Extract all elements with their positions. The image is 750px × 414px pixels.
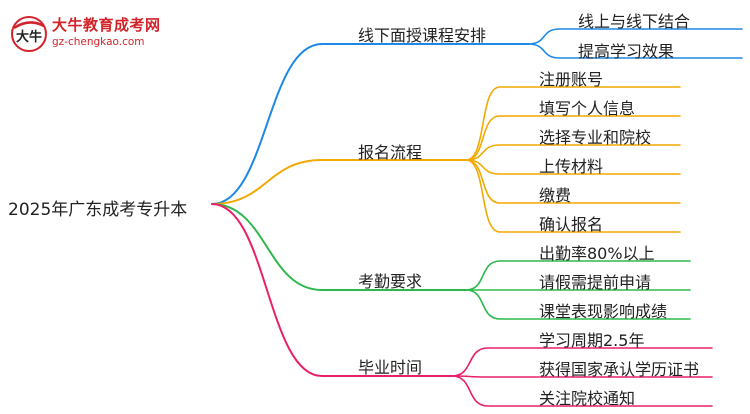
leaf-connector	[465, 144, 681, 161]
logo: 大牛 大牛教育成考网 gz-chengkao.com	[10, 12, 160, 56]
leaf-choose-major-school: 选择专业和院校	[539, 128, 652, 147]
branch-label-graduation: 毕业时间	[358, 358, 423, 377]
leaf-register-account: 注册账号	[539, 70, 604, 89]
leaf-pay-fee: 缴费	[539, 186, 572, 205]
branch-label-registration: 报名流程	[358, 143, 423, 162]
branch-label-attendance: 考勤要求	[358, 272, 423, 291]
leaf-online-offline: 线上与线下结合	[578, 12, 691, 31]
leaf-attendance-rate: 出勤率80%以上	[539, 244, 655, 263]
leaf-study-period: 学习周期2.5年	[539, 331, 645, 350]
leaf-connector	[527, 28, 743, 45]
leaf-connector	[451, 347, 713, 377]
logo-url: gz-chengkao.com	[52, 36, 145, 48]
leaf-class-performance: 课堂表现影响成绩	[539, 302, 668, 321]
logo-mark-icon: 大牛	[11, 16, 47, 52]
leaf-connector	[451, 375, 713, 407]
leaf-leave-request: 请假需提前申请	[539, 273, 652, 292]
logo-glyph: 大牛	[16, 29, 42, 45]
leaf-fill-personal-info: 填写个人信息	[539, 99, 636, 118]
branch-connector	[211, 43, 529, 205]
leaf-connector	[465, 159, 681, 233]
leaf-connector	[465, 115, 681, 161]
leaf-confirm-registration: 确认报名	[539, 215, 604, 234]
branch-connector	[211, 203, 453, 377]
leaf-connector	[527, 43, 743, 59]
logo-title: 大牛教育成考网	[52, 16, 161, 34]
root-topic: 2025年广东成考专升本	[8, 200, 188, 220]
leaf-school-notice: 关注院校通知	[539, 389, 636, 408]
leaf-improve-learning: 提高学习效果	[578, 42, 675, 61]
leaf-national-diploma: 获得国家承认学历证书	[539, 360, 700, 379]
leaf-upload-materials: 上传材料	[539, 157, 604, 176]
leaf-connector	[465, 260, 691, 291]
branch-label-offline-class: 线下面授课程安排	[358, 26, 487, 45]
leaf-connector	[465, 289, 691, 320]
branch-connector	[211, 203, 467, 291]
branch-connector	[211, 159, 467, 205]
leaf-connector	[465, 86, 681, 161]
